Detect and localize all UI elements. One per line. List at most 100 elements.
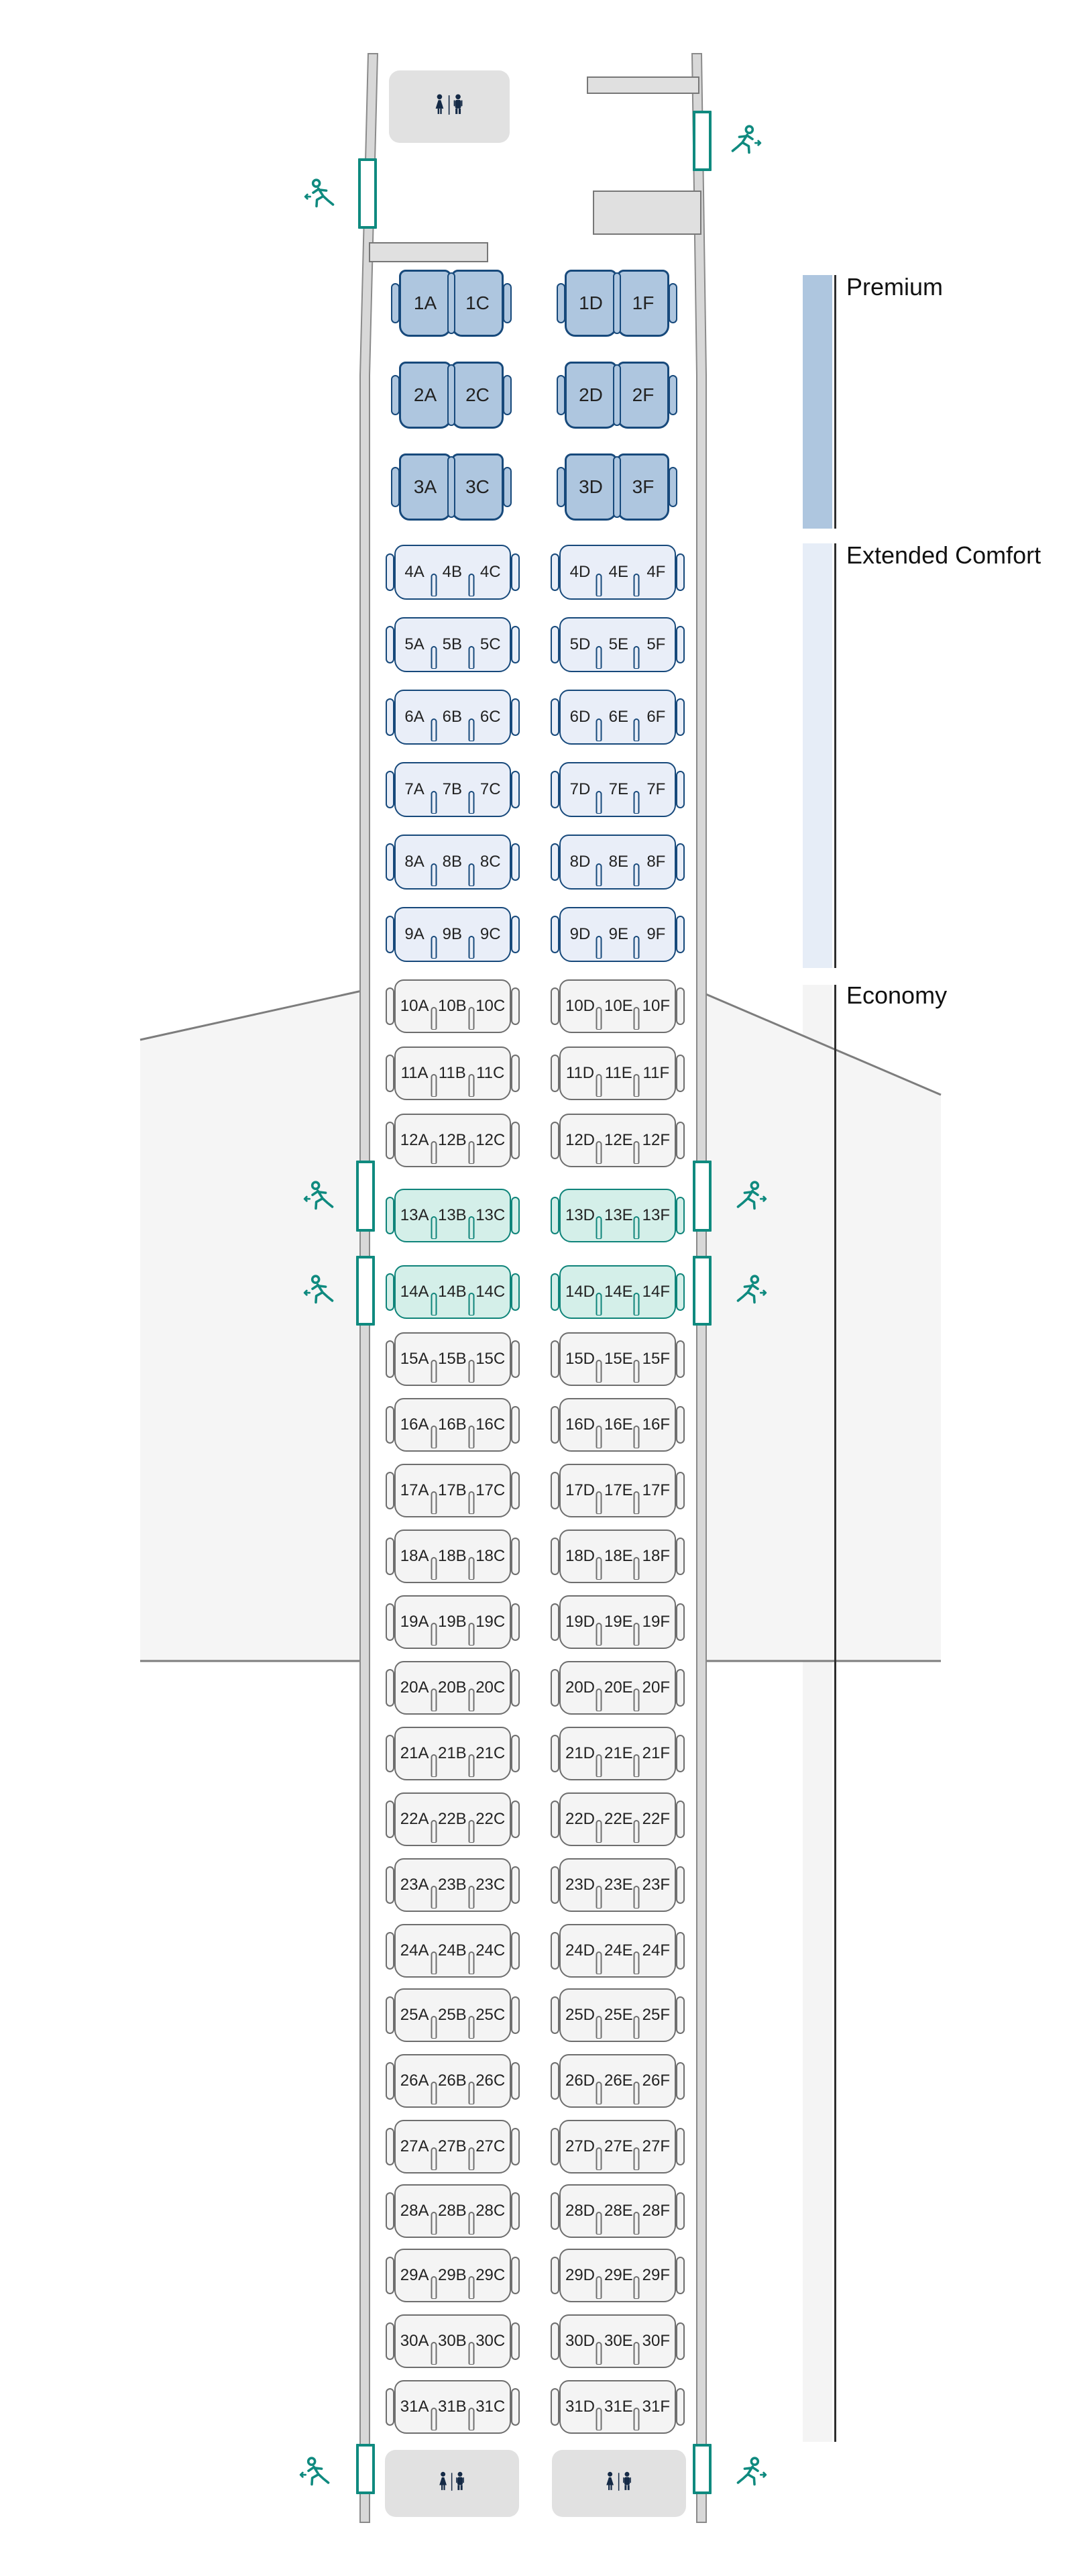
seat-8A[interactable]: 8A [404, 853, 425, 871]
seat-5F[interactable]: 5F [646, 635, 666, 653]
seat-23E[interactable]: 23E [604, 1876, 633, 1894]
seat-21A[interactable]: 21A [400, 1744, 429, 1762]
seat-5D[interactable]: 5D [569, 635, 591, 653]
seat-25B[interactable]: 25B [437, 2006, 467, 2024]
seat-5A[interactable]: 5A [404, 635, 425, 653]
seat-30F[interactable]: 30F [642, 2332, 671, 2350]
seat-22F[interactable]: 22F [642, 1810, 671, 1828]
seat-26D[interactable]: 26D [565, 2072, 596, 2090]
seat-9F[interactable]: 9F [646, 925, 666, 943]
seat-26B[interactable]: 26B [437, 2072, 467, 2090]
seat-12B[interactable]: 12B [437, 1131, 467, 1149]
seat-23D[interactable]: 23D [565, 1876, 596, 1894]
seat-8F[interactable]: 8F [646, 853, 666, 871]
seat-17F[interactable]: 17F [642, 1481, 671, 1499]
seat-2D[interactable]: 2D [565, 362, 617, 429]
seat-14F[interactable]: 14F [642, 1283, 671, 1301]
seat-19F[interactable]: 19F [642, 1613, 671, 1631]
seat-2C[interactable]: 2C [451, 362, 504, 429]
seat-29E[interactable]: 29E [604, 2266, 633, 2284]
seat-7F[interactable]: 7F [646, 780, 666, 798]
seat-27A[interactable]: 27A [400, 2137, 429, 2155]
seat-4B[interactable]: 4B [442, 563, 462, 581]
seat-15A[interactable]: 15A [400, 1350, 429, 1368]
seat-24D[interactable]: 24D [565, 1941, 596, 1960]
seat-25C[interactable]: 25C [475, 2006, 506, 2024]
seat-26E[interactable]: 26E [604, 2072, 633, 2090]
seat-18B[interactable]: 18B [437, 1547, 467, 1565]
seat-30C[interactable]: 30C [475, 2332, 506, 2350]
seat-10B[interactable]: 10B [437, 997, 467, 1015]
seat-4D[interactable]: 4D [569, 563, 591, 581]
seat-11A[interactable]: 11A [400, 1064, 429, 1082]
seat-16A[interactable]: 16A [400, 1415, 429, 1434]
seat-27C[interactable]: 27C [475, 2137, 506, 2155]
seat-9D[interactable]: 9D [569, 925, 591, 943]
seat-20E[interactable]: 20E [604, 1678, 633, 1697]
seat-12F[interactable]: 12F [642, 1131, 671, 1149]
seat-9B[interactable]: 9B [442, 925, 462, 943]
seat-5B[interactable]: 5B [442, 635, 462, 653]
seat-24E[interactable]: 24E [604, 1941, 633, 1960]
seat-23C[interactable]: 23C [475, 1876, 506, 1894]
seat-21D[interactable]: 21D [565, 1744, 596, 1762]
seat-29C[interactable]: 29C [475, 2266, 506, 2284]
seat-19D[interactable]: 19D [565, 1613, 596, 1631]
seat-6A[interactable]: 6A [404, 708, 425, 726]
seat-18C[interactable]: 18C [475, 1547, 506, 1565]
seat-28F[interactable]: 28F [642, 2202, 671, 2220]
seat-16F[interactable]: 16F [642, 1415, 671, 1434]
seat-24B[interactable]: 24B [437, 1941, 467, 1960]
seat-21E[interactable]: 21E [604, 1744, 633, 1762]
seat-31C[interactable]: 31C [475, 2398, 506, 2416]
seat-1C[interactable]: 1C [451, 270, 504, 337]
seat-13B[interactable]: 13B [437, 1206, 467, 1224]
seat-21B[interactable]: 21B [437, 1744, 467, 1762]
seat-14D[interactable]: 14D [565, 1283, 596, 1301]
seat-10A[interactable]: 10A [400, 997, 429, 1015]
seat-28B[interactable]: 28B [437, 2202, 467, 2220]
seat-18F[interactable]: 18F [642, 1547, 671, 1565]
seat-11E[interactable]: 11E [604, 1064, 632, 1082]
seat-19E[interactable]: 19E [604, 1613, 633, 1631]
seat-1F[interactable]: 1F [617, 270, 669, 337]
seat-25D[interactable]: 25D [565, 2006, 596, 2024]
seat-18E[interactable]: 18E [604, 1547, 633, 1565]
seat-5E[interactable]: 5E [608, 635, 629, 653]
seat-17D[interactable]: 17D [565, 1481, 596, 1499]
seat-3C[interactable]: 3C [451, 453, 504, 521]
seat-22A[interactable]: 22A [400, 1810, 429, 1828]
seat-28D[interactable]: 28D [565, 2202, 596, 2220]
seat-29D[interactable]: 29D [565, 2266, 596, 2284]
seat-16E[interactable]: 16E [604, 1415, 633, 1434]
seat-9A[interactable]: 9A [404, 925, 425, 943]
seat-9C[interactable]: 9C [479, 925, 501, 943]
seat-11C[interactable]: 11C [476, 1064, 505, 1082]
seat-7A[interactable]: 7A [404, 780, 425, 798]
seat-13E[interactable]: 13E [604, 1206, 633, 1224]
seat-3F[interactable]: 3F [617, 453, 669, 521]
seat-6C[interactable]: 6C [479, 708, 501, 726]
seat-12E[interactable]: 12E [604, 1131, 633, 1149]
seat-11F[interactable]: 11F [642, 1064, 670, 1082]
seat-25F[interactable]: 25F [642, 2006, 671, 2024]
seat-3D[interactable]: 3D [565, 453, 617, 521]
seat-15B[interactable]: 15B [437, 1350, 467, 1368]
seat-4E[interactable]: 4E [608, 563, 629, 581]
seat-14B[interactable]: 14B [437, 1283, 467, 1301]
seat-7D[interactable]: 7D [569, 780, 591, 798]
seat-23F[interactable]: 23F [642, 1876, 671, 1894]
seat-26F[interactable]: 26F [642, 2072, 671, 2090]
seat-27D[interactable]: 27D [565, 2137, 596, 2155]
seat-6F[interactable]: 6F [646, 708, 666, 726]
seat-22D[interactable]: 22D [565, 1810, 596, 1828]
seat-24F[interactable]: 24F [642, 1941, 671, 1960]
seat-10E[interactable]: 10E [604, 997, 633, 1015]
seat-20D[interactable]: 20D [565, 1678, 596, 1697]
seat-19C[interactable]: 19C [475, 1613, 506, 1631]
seat-27E[interactable]: 27E [604, 2137, 633, 2155]
seat-2A[interactable]: 2A [399, 362, 451, 429]
seat-20A[interactable]: 20A [400, 1678, 429, 1697]
seat-22E[interactable]: 22E [604, 1810, 633, 1828]
seat-17C[interactable]: 17C [475, 1481, 506, 1499]
